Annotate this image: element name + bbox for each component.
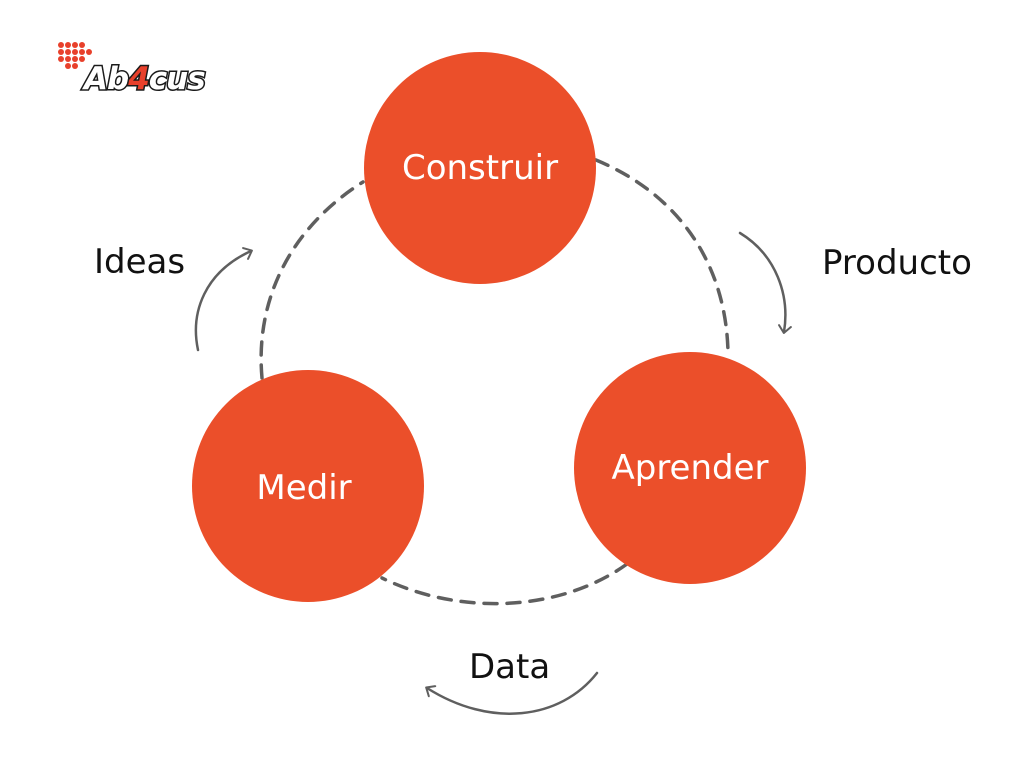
edge-label-producto: Producto xyxy=(822,243,972,283)
arrow-data-icon xyxy=(425,671,599,715)
arrow-ideas-icon xyxy=(194,247,253,352)
dashed-arc-medir-construir xyxy=(259,180,365,380)
ab4cus-logo: Ab4cus xyxy=(58,42,208,99)
logo-text-prefix: Ab xyxy=(81,61,128,97)
edge-label-ideas: Ideas xyxy=(94,242,185,282)
logo-wordmark: Ab4cus xyxy=(81,61,205,97)
dashed-arc-construir-aprender xyxy=(594,158,730,354)
node-label-aprender: Aprender xyxy=(611,448,768,488)
arrow-producto-icon xyxy=(738,231,792,334)
node-aprender: Aprender xyxy=(574,352,806,584)
node-label-construir: Construir xyxy=(402,148,558,188)
edge-label-data: Data xyxy=(469,647,550,687)
logo-text-suffix: cus xyxy=(149,61,205,97)
flow-arrows xyxy=(194,231,792,715)
logo-dot-grid-icon xyxy=(58,42,92,69)
node-label-medir: Medir xyxy=(256,468,351,508)
node-medir: Medir xyxy=(192,370,424,602)
logo-text-digit: 4 xyxy=(127,61,149,97)
node-construir: Construir xyxy=(364,52,596,284)
cycle-dashed-path xyxy=(259,158,730,606)
dashed-arc-aprender-medir xyxy=(380,562,629,606)
